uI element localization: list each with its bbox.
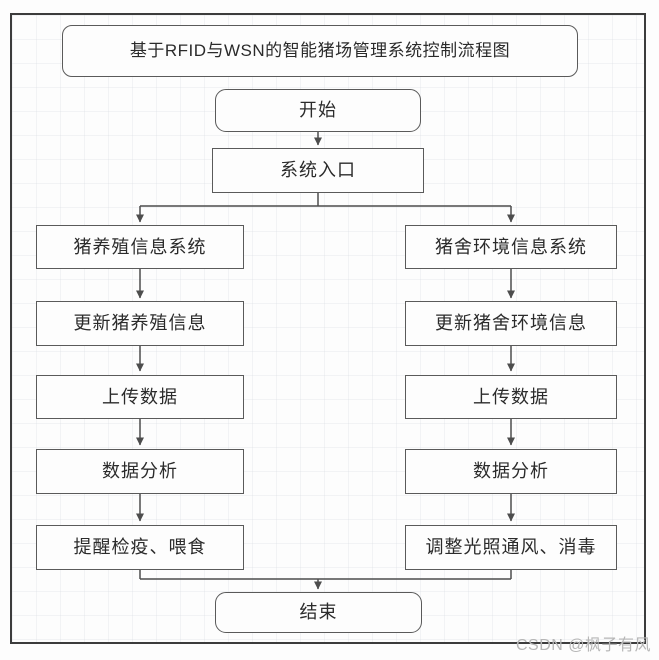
node-remind-quarantine-feeding: 提醒检疫、喂食: [36, 525, 244, 570]
start-node: 开始: [215, 89, 421, 132]
node-update-pig-breeding-info: 更新猪养殖信息: [36, 301, 244, 346]
node-data-analysis-left: 数据分析: [36, 449, 244, 494]
end-node: 结束: [215, 592, 422, 633]
csdn-watermark: CSDN @枫子有风: [515, 637, 651, 654]
node-update-environment-info: 更新猪舍环境信息: [405, 301, 617, 346]
system-entry-node: 系统入口: [212, 148, 424, 193]
node-data-analysis-right: 数据分析: [405, 449, 617, 494]
node-pig-house-environment-system: 猪舍环境信息系统: [405, 225, 617, 269]
node-adjust-light-ventilation-disinfect: 调整光照通风、消毒: [405, 525, 617, 570]
flowchart-title: 基于RFID与WSN的智能猪场管理系统控制流程图: [62, 25, 578, 77]
node-pig-breeding-info-system: 猪养殖信息系统: [36, 225, 244, 269]
node-upload-data-left: 上传数据: [36, 375, 244, 419]
node-upload-data-right: 上传数据: [405, 375, 617, 419]
